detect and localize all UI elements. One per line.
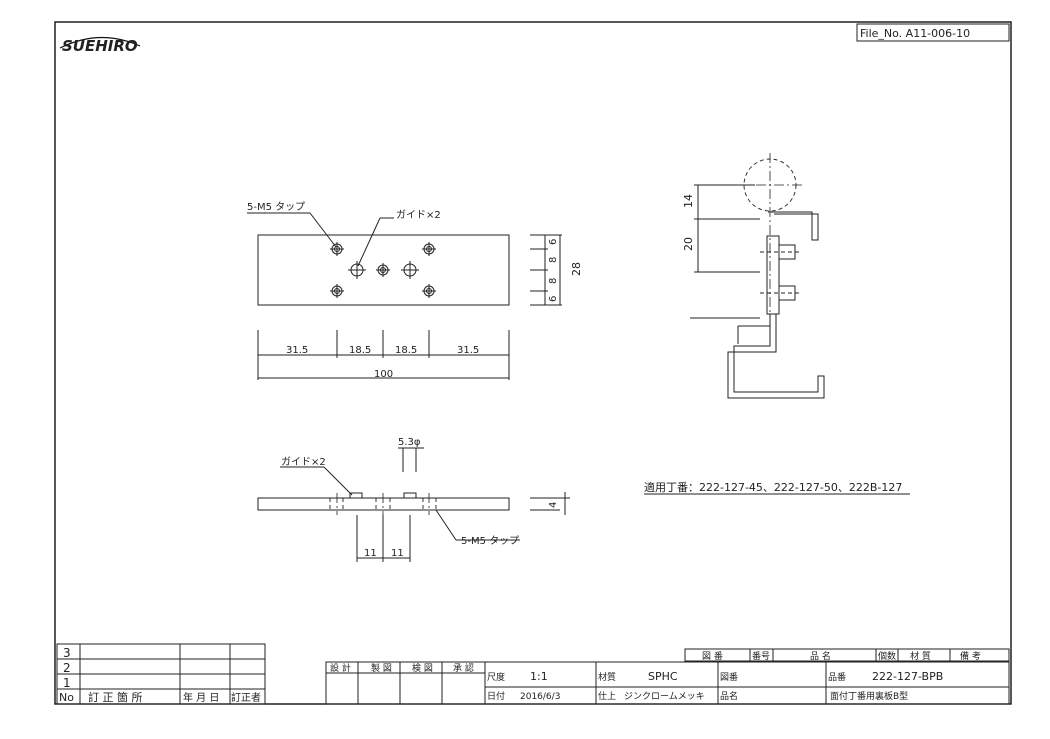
hdr-quantity: 個数 <box>878 650 896 662</box>
date-label: 日付 <box>487 691 505 702</box>
part-no-value: 222-127-BPB <box>872 670 943 683</box>
guide-hole-right <box>401 261 419 279</box>
drawing-no-label: 図番 <box>720 671 738 683</box>
tap-hole-center <box>376 263 390 277</box>
logo-text: SUEHIRO <box>62 37 138 55</box>
section-view: 14 20 <box>682 153 825 399</box>
hole-dia-label: 5.3φ <box>398 437 421 448</box>
part-name-label: 品名 <box>720 690 738 702</box>
back-plate-section <box>766 235 780 315</box>
approval-drafting: 製 図 <box>371 662 392 674</box>
pitch-dim-right: 11 <box>391 548 404 559</box>
section-dim-20: 20 <box>682 237 695 251</box>
tap-hole-top-left <box>330 242 344 256</box>
tap-leader <box>309 212 337 248</box>
thickness-dim: 4 <box>548 502 559 508</box>
dim-total-height: 28 <box>570 262 583 276</box>
suehiro-logo: SUEHIRO <box>59 36 141 55</box>
hdr-material: 材 質 <box>910 650 931 662</box>
rev-row-1: 1 <box>63 676 71 690</box>
dim-31-5-left: 31.5 <box>286 345 308 356</box>
plate-outline <box>257 234 510 306</box>
guide-leader <box>357 217 381 267</box>
side-view: 5.3φ ガイド×2 5-M5 タップ 11 11 4 <box>257 437 570 562</box>
finish-value: ジンクロームメッキ <box>624 691 705 702</box>
tap-label: 5-M5 タップ <box>247 201 305 213</box>
tap-hole-bottom-right <box>422 284 436 298</box>
hdr-drawing-no: 図 番 <box>702 650 723 662</box>
approval-approve: 承 認 <box>453 662 474 674</box>
guide-boss-left <box>349 492 363 499</box>
title-block: 図 番 番号 品 名 個数 材 質 備 考 設 計 製 図 検 図 承 認 尺度… <box>325 648 1010 705</box>
rev-header-date: 年 月 日 <box>183 691 219 704</box>
side-plate-outline <box>257 497 510 511</box>
approval-design: 設 計 <box>330 662 351 674</box>
dim-v-8-upper: 8 <box>548 257 559 263</box>
part-name-value: 面付丁番用裏板B型 <box>830 690 908 702</box>
upper-leaf <box>768 211 819 241</box>
rev-row-3: 3 <box>63 646 71 660</box>
dim-18-5-left: 18.5 <box>349 345 371 356</box>
tap-hole-bottom-left <box>330 284 344 298</box>
part-no-label: 品番 <box>828 671 846 683</box>
guide-hole-left <box>348 261 366 279</box>
scale-label: 尺度 <box>487 671 505 683</box>
hdr-remarks: 備 考 <box>960 650 981 662</box>
finish-label: 仕上 <box>598 690 616 702</box>
file-no: File_No. A11-006-10 <box>860 27 970 40</box>
dim-v-6-top: 6 <box>548 239 559 245</box>
dim-v-6-bottom: 6 <box>548 296 559 302</box>
dim-18-5-right: 18.5 <box>395 345 417 356</box>
drawing-border <box>54 21 1012 705</box>
plan-view: 5-M5 タップ ガイド×2 31.5 18.5 18.5 31.5 100 6… <box>247 201 583 380</box>
side-guide-label: ガイド×2 <box>281 456 326 468</box>
guide-boss-right <box>403 492 417 499</box>
dim-v-8-lower: 8 <box>548 278 559 284</box>
side-tap-label: 5-M5 タップ <box>461 535 519 547</box>
material-value: SPHC <box>648 670 678 683</box>
section-dim-14: 14 <box>682 194 695 208</box>
hdr-number: 番号 <box>752 650 770 662</box>
rev-header-reviser: 訂正者 <box>231 691 261 704</box>
material-label: 材質 <box>598 671 616 683</box>
hdr-part-name: 品 名 <box>810 650 831 662</box>
date-value: 2016/6/3 <box>520 692 560 702</box>
guide-label: ガイド×2 <box>396 209 441 221</box>
lower-leaf <box>727 314 825 399</box>
dim-total-width: 100 <box>374 369 393 380</box>
scale-value: 1:1 <box>530 670 548 683</box>
tap-hole-top-right <box>422 242 436 256</box>
rev-row-2: 2 <box>63 661 71 675</box>
rev-header-location: 訂 正 箇 所 <box>88 690 143 704</box>
dim-31-5-right: 31.5 <box>457 345 479 356</box>
approval-check: 検 図 <box>412 662 433 674</box>
pitch-dim-left: 11 <box>364 548 377 559</box>
file-no-box <box>856 23 1010 42</box>
rev-header-no: No <box>59 691 74 704</box>
revision-table: 3 2 1 No 訂 正 箇 所 年 月 日 訂正者 <box>56 643 266 705</box>
applicable-hinge-note: 適用丁番：222-127-45、222-127-50、222B-127 <box>644 480 902 494</box>
